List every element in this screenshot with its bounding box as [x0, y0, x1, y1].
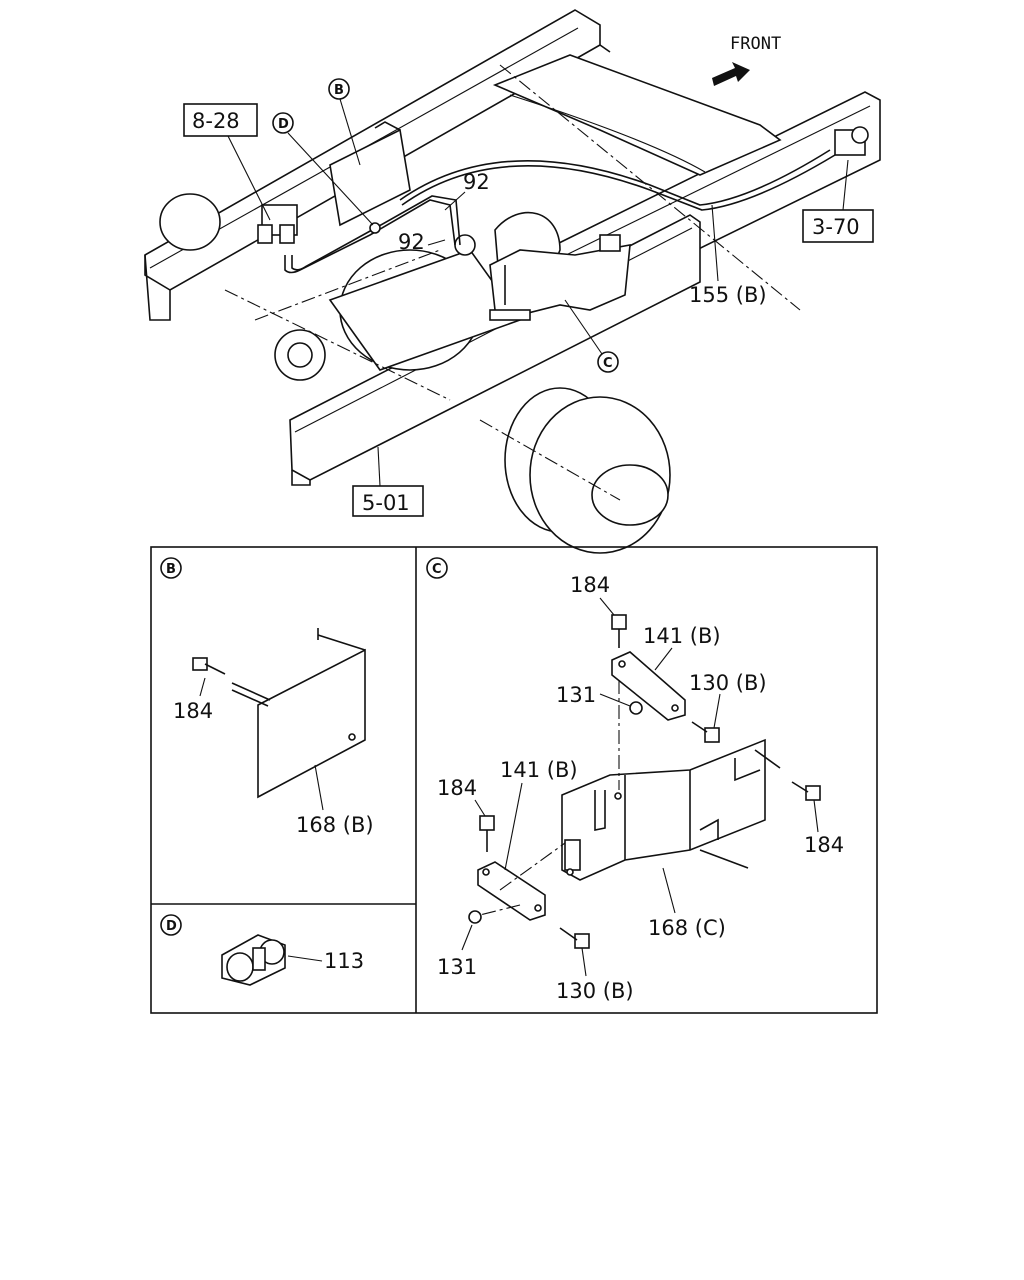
ref-box-5-01[interactable]: 5-01	[352, 485, 424, 517]
panel-c-label-184-right: 184	[804, 833, 844, 857]
panel-d-tag: D	[160, 914, 182, 936]
bolt-184-b	[192, 657, 226, 675]
panel-d: D 113	[160, 914, 364, 986]
ref-box-3-70[interactable]: 3-70	[802, 209, 874, 243]
bracket-b	[329, 121, 411, 227]
panel-c-label-141b-left: 141 (B)	[500, 758, 578, 782]
clip-d	[369, 222, 381, 234]
clip-113	[221, 934, 286, 986]
ref-8-28-label[interactable]: 8-28	[192, 109, 240, 133]
ref-box-8-28[interactable]: 8-28	[183, 103, 258, 137]
bolt-184-right	[791, 781, 821, 801]
bolt-130b-top	[691, 721, 720, 743]
axle-housing	[159, 193, 671, 554]
shield-168c	[561, 738, 781, 881]
main-assembly: FRONT 8-28 3-70 5-01 B D	[144, 9, 881, 554]
panel-d-tag-text: D	[166, 919, 177, 934]
bolt-130b-bottom	[559, 927, 590, 949]
nut-131-bottom	[468, 910, 482, 924]
tag-d-main-text: D	[278, 117, 289, 132]
panel-c-label-141b-top: 141 (B)	[643, 624, 721, 648]
panel-b-tag-text: B	[166, 562, 176, 577]
panel-c-label-184-top: 184	[570, 573, 610, 597]
nut-131-top	[629, 701, 643, 715]
brake-lines	[284, 149, 836, 274]
tag-c-main: C	[597, 351, 619, 373]
front-arrow: FRONT	[712, 34, 781, 86]
panel-b-label-184: 184	[173, 699, 213, 723]
detail-panels	[150, 546, 878, 1014]
junction-block	[257, 204, 298, 244]
panel-c-label-131-top: 131	[556, 683, 596, 707]
panel-b-label-168b: 168 (B)	[296, 813, 374, 837]
label-92-a: 92	[463, 170, 490, 194]
panel-c-label-168c: 168 (C)	[648, 916, 726, 940]
panel-c-tag: C	[426, 557, 448, 579]
panel-b: B 184 168 (B)	[160, 557, 374, 837]
tag-c-main-text: C	[603, 356, 613, 371]
bolt-184-top	[611, 614, 627, 648]
valve-3-70	[834, 126, 869, 156]
panel-c: C	[426, 557, 844, 1003]
ref-5-01-label[interactable]: 5-01	[362, 491, 410, 515]
panel-c-label-131-bottom: 131	[437, 955, 477, 979]
label-92-b: 92	[398, 230, 425, 254]
panel-c-label-130b-bottom: 130 (B)	[556, 979, 634, 1003]
label-155b: 155 (B)	[689, 283, 767, 307]
bracket-141b-top	[611, 651, 686, 721]
tag-b-main: B	[328, 78, 350, 100]
ref-3-70-label[interactable]: 3-70	[812, 215, 860, 239]
crossmember	[492, 54, 782, 176]
bracket-c	[489, 234, 631, 321]
panel-c-label-184-left: 184	[437, 776, 477, 800]
bolt-184-left	[479, 815, 495, 852]
panel-d-label-113: 113	[324, 949, 364, 973]
panel-c-tag-text: C	[432, 562, 442, 577]
bracket-141b-left	[477, 861, 546, 921]
panel-b-tag: B	[160, 557, 182, 579]
tag-d-main: D	[272, 112, 294, 134]
panel-c-label-130b-top: 130 (B)	[689, 671, 767, 695]
front-label: FRONT	[730, 34, 781, 54]
tag-b-main-text: B	[334, 83, 344, 98]
shield-168b	[231, 628, 366, 799]
